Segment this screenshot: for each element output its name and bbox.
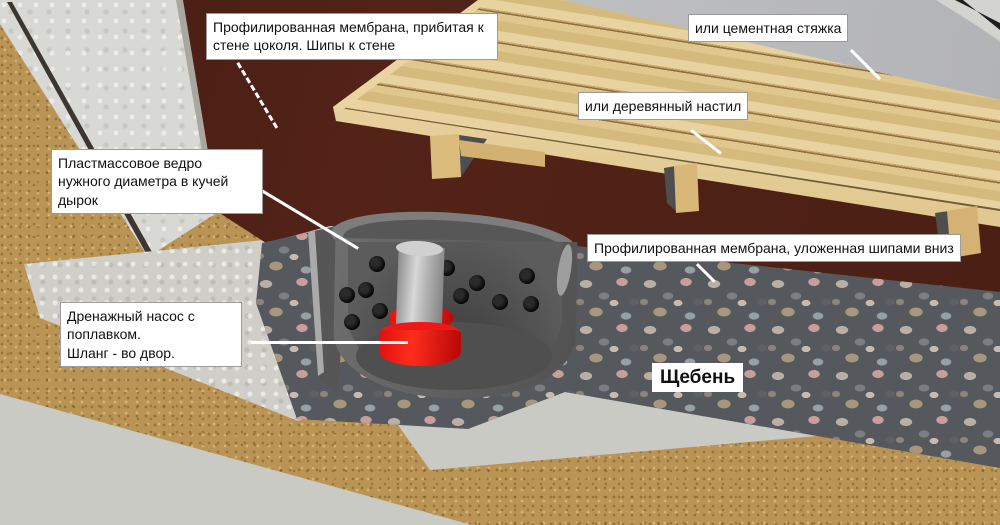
bucket-hole	[369, 256, 385, 272]
label-pump: Дренажный насос с поплавком. Шланг - во …	[60, 302, 242, 368]
bucket-hole	[492, 294, 508, 310]
bucket-hole	[339, 287, 355, 303]
label-gravel: Щебень	[652, 363, 744, 393]
drainage-pump	[379, 330, 461, 366]
label-membrane-floor: Профилированная мембрана, уложенная шипа…	[587, 234, 961, 263]
bucket-hole	[519, 268, 535, 284]
bucket-hole	[453, 288, 469, 304]
bucket-hole	[523, 296, 539, 312]
leader-line-pump	[251, 341, 408, 344]
label-screed: или цементная стяжка	[688, 14, 849, 43]
label-deck: или деревянный настил	[578, 92, 749, 121]
bucket-hole	[358, 282, 374, 298]
bucket-hole	[344, 314, 360, 330]
label-bucket: Пластмассовое ведро нужного диаметра в к…	[51, 149, 263, 215]
label-membrane-wall: Профилированная мембрана, прибитая к сте…	[206, 13, 498, 60]
bucket-hole	[469, 275, 485, 291]
bucket-hole	[372, 303, 388, 319]
